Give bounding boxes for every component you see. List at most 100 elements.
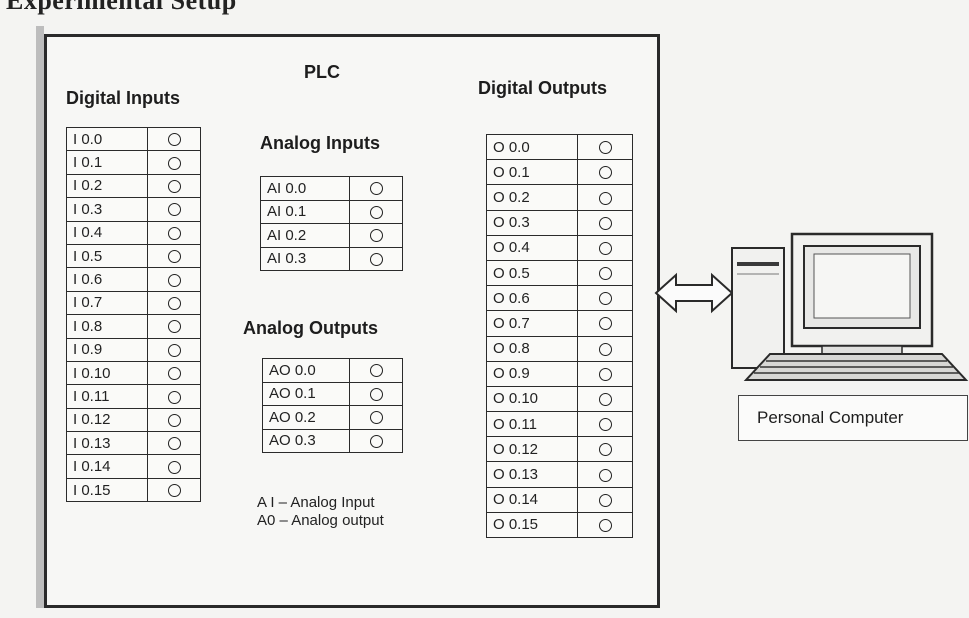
status-circle-icon [370,388,383,401]
digital-input-row: I 0.6 [67,268,201,291]
status-circle-icon [168,484,181,497]
channel-label: AI 0.3 [261,247,350,271]
channel-label: O 0.12 [487,437,578,462]
digital-output-row: O 0.1 [487,160,633,185]
channel-label: O 0.6 [487,286,578,311]
page-edge-shadow [36,26,44,608]
channel-label: O 0.8 [487,336,578,361]
status-circle-icon [168,203,181,216]
digital-output-row: O 0.8 [487,336,633,361]
status-circle-icon [370,411,383,424]
channel-label: O 0.3 [487,210,578,235]
channel-label: O 0.2 [487,185,578,210]
status-circle-icon [370,364,383,377]
status-cell [578,386,633,411]
channel-label: I 0.12 [67,408,148,431]
status-cell [148,244,201,267]
analog-input-row: AI 0.3 [261,247,403,271]
status-circle-icon [599,418,612,431]
status-circle-icon [599,192,612,205]
digital-input-row: I 0.4 [67,221,201,244]
digital-output-row: O 0.10 [487,386,633,411]
status-cell [578,210,633,235]
digital-input-row: I 0.12 [67,408,201,431]
status-cell [148,221,201,244]
digital-inputs-heading: Digital Inputs [66,88,180,109]
digital-output-row: O 0.13 [487,462,633,487]
digital-outputs-heading: Digital Outputs [478,78,607,99]
status-circle-icon [599,242,612,255]
analog-input-row: AI 0.1 [261,200,403,224]
status-cell [350,429,403,453]
channel-label: O 0.13 [487,462,578,487]
channel-label: O 0.10 [487,386,578,411]
analog-output-row: AO 0.3 [263,429,403,453]
legend-ai: A I – Analog Input [257,494,375,512]
channel-label: O 0.11 [487,412,578,437]
status-circle-icon [599,469,612,482]
analog-inputs-heading: Analog Inputs [260,133,380,154]
digital-input-row: I 0.1 [67,151,201,174]
status-circle-icon [168,344,181,357]
digital-output-row: O 0.12 [487,437,633,462]
status-circle-icon [370,229,383,242]
digital-input-row: I 0.15 [67,478,201,501]
analog-input-row: AI 0.0 [261,177,403,201]
channel-label: I 0.13 [67,432,148,455]
analog-input-row: AI 0.2 [261,224,403,248]
status-circle-icon [370,435,383,448]
digital-input-row: I 0.7 [67,291,201,314]
status-circle-icon [168,274,181,287]
channel-label: O 0.4 [487,235,578,260]
channel-label: I 0.9 [67,338,148,361]
analog-output-row: AO 0.0 [263,359,403,383]
digital-output-row: O 0.15 [487,512,633,537]
status-circle-icon [168,250,181,263]
status-circle-icon [370,206,383,219]
status-circle-icon [599,141,612,154]
status-cell [578,512,633,537]
channel-label: AI 0.2 [261,224,350,248]
channel-label: I 0.15 [67,478,148,501]
channel-label: O 0.15 [487,512,578,537]
status-circle-icon [599,317,612,330]
digital-output-row: O 0.5 [487,260,633,285]
digital-input-row: I 0.0 [67,128,201,151]
status-cell [350,406,403,430]
status-cell [578,487,633,512]
status-circle-icon [599,393,612,406]
status-cell [578,185,633,210]
status-cell [350,247,403,271]
channel-label: O 0.0 [487,135,578,160]
status-circle-icon [168,133,181,146]
status-circle-icon [599,519,612,532]
channel-label: I 0.5 [67,244,148,267]
status-cell [350,224,403,248]
figure-caption: Experimental Setup [6,0,237,16]
channel-label: I 0.1 [67,151,148,174]
analog-output-row: AO 0.2 [263,406,403,430]
channel-label: O 0.1 [487,160,578,185]
status-cell [578,135,633,160]
status-circle-icon [168,367,181,380]
status-circle-icon [599,443,612,456]
status-circle-icon [599,217,612,230]
digital-output-row: O 0.2 [487,185,633,210]
digital-input-row: I 0.13 [67,432,201,455]
digital-output-row: O 0.9 [487,361,633,386]
status-cell [578,311,633,336]
double-arrow-icon [652,270,736,316]
status-circle-icon [168,320,181,333]
status-cell [148,315,201,338]
status-cell [350,200,403,224]
status-circle-icon [168,180,181,193]
digital-output-row: O 0.4 [487,235,633,260]
digital-output-row: O 0.3 [487,210,633,235]
channel-label: AO 0.3 [263,429,350,453]
channel-label: I 0.8 [67,315,148,338]
status-circle-icon [168,391,181,404]
legend-ao: A0 – Analog output [257,512,384,530]
